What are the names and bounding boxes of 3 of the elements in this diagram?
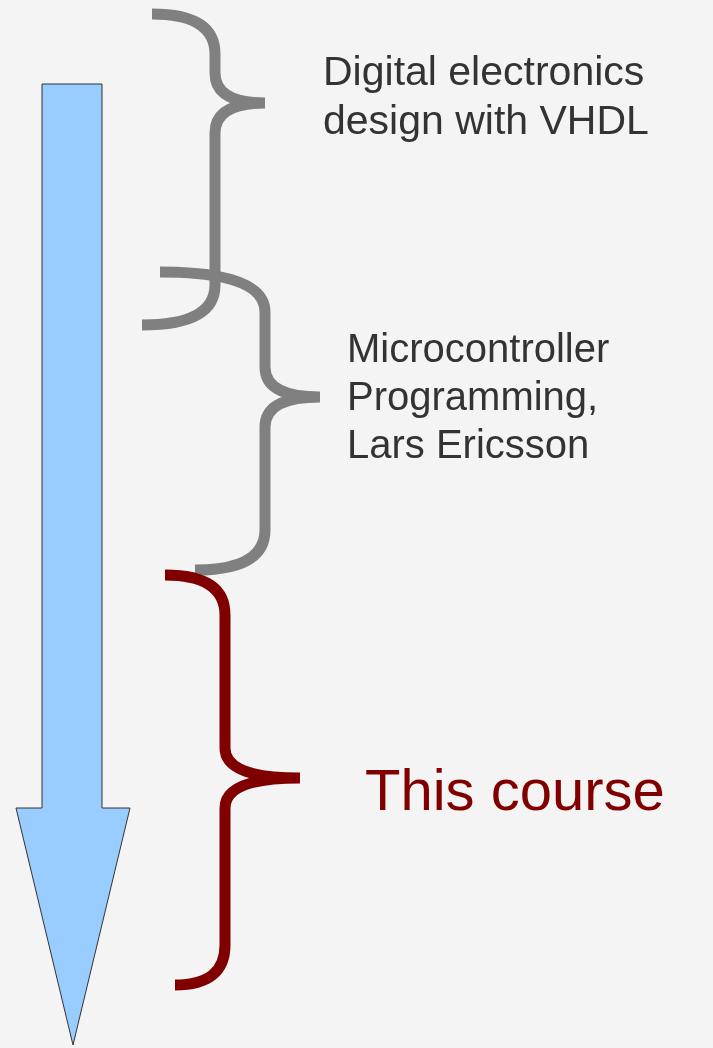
- topic-label: Microcontroller Programming, Lars Ericsson: [347, 325, 611, 468]
- topic-label: Digital electronics design with VHDL: [323, 47, 650, 146]
- topic-label: This course: [365, 756, 666, 824]
